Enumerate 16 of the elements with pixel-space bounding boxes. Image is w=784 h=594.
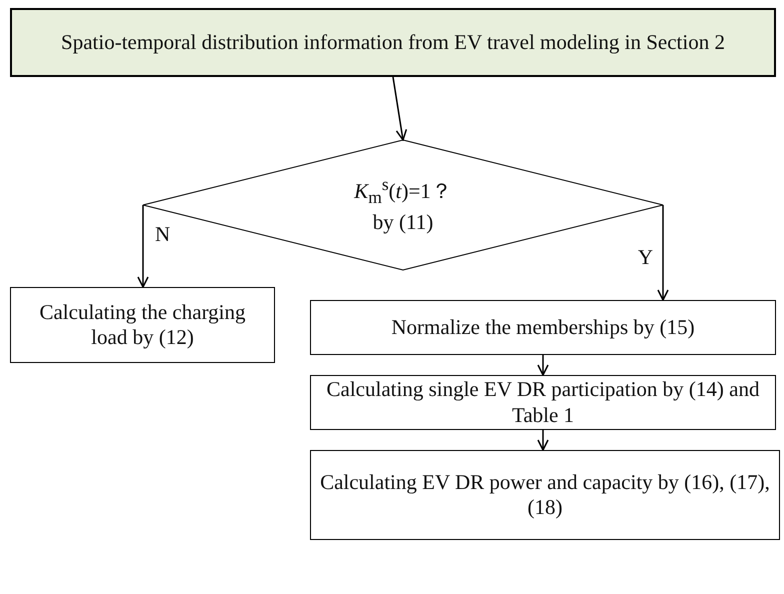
box-text: Calculating single EV DR participation by (14) and Table 1 [326, 377, 760, 428]
arrow [537, 355, 549, 376]
box-text: Spatio-temporal distribution information from EV travel modeling in Section 2 [61, 30, 725, 56]
box-text: Calculating EV DR power and capacity by (16), (17), (18) [319, 470, 771, 520]
box-text: Calculating the charging load by (12) [38, 300, 247, 350]
process-box [10, 287, 275, 363]
box-text: Normalize the memberships by (15) [391, 314, 695, 340]
arrow [137, 205, 149, 288]
decision-text: by (11) [372, 209, 434, 236]
arrow [392, 76, 408, 141]
process-box [310, 450, 780, 540]
arrow [537, 430, 549, 451]
start-box [10, 8, 776, 77]
condition-formula: K$_{m}$$^{s}$(t)=1？ [354, 173, 452, 210]
process-box [310, 300, 776, 355]
arrow [657, 205, 669, 301]
